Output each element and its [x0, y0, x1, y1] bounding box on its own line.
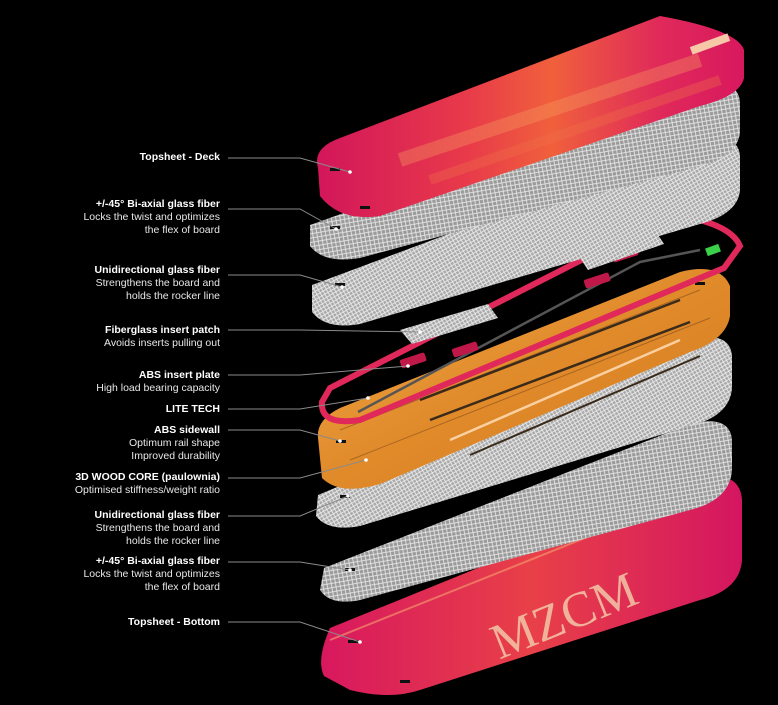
leader-line	[228, 274, 343, 288]
leader-dot	[406, 364, 410, 368]
leader-dot	[334, 227, 338, 231]
label-unidirectional-top: Unidirectional glass fiber Strengthens t…	[0, 264, 220, 303]
label-wood-core: 3D WOOD CORE (paulownia) Optimised stiff…	[0, 471, 220, 497]
layer-title: Topsheet - Bottom	[128, 616, 220, 628]
label-unidirectional-bottom: Unidirectional glass fiber Strengthens t…	[0, 509, 220, 548]
leader-dot	[338, 439, 342, 443]
layer-title: Unidirectional glass fiber	[94, 509, 220, 521]
leader-dot	[366, 396, 370, 400]
leader-dot	[418, 330, 422, 334]
layer-lite-tech	[357, 248, 701, 414]
layer-title: Fiberglass insert patch	[105, 324, 220, 336]
label-lite-tech: LITE TECH	[0, 403, 220, 416]
label-topsheet-bottom: Topsheet - Bottom	[0, 616, 220, 629]
layer-desc: Optimum rail shape	[128, 437, 220, 449]
layer-title: +/-45° Bi-axial glass fiber	[95, 555, 220, 567]
leader-dot	[348, 568, 352, 572]
layer-desc: holds the rocker line	[126, 535, 220, 547]
leader-dot	[364, 458, 368, 462]
layer-desc: the flex of board	[144, 224, 220, 236]
leader-line	[228, 429, 341, 442]
leader-line	[228, 621, 361, 643]
leader-line	[228, 157, 351, 173]
layer-insert-patch	[400, 232, 664, 344]
leader-line	[228, 561, 351, 571]
label-abs-sidewall: ABS sidewall Optimum rail shape Improved…	[0, 424, 220, 463]
label-biaxial-bottom: +/-45° Bi-axial glass fiber Locks the tw…	[0, 555, 220, 594]
layer-desc: the flex of board	[144, 581, 220, 593]
layer-desc: Strengthens the board and	[95, 277, 220, 289]
layer-title: LITE TECH	[165, 403, 220, 415]
label-topsheet-deck: Topsheet - Deck	[0, 151, 220, 164]
leader-lines	[228, 157, 422, 644]
leader-line	[228, 459, 367, 479]
layer-unidirectional-top	[312, 138, 740, 326]
layer-desc: Avoids inserts pulling out	[104, 337, 220, 349]
layer-title: Unidirectional glass fiber	[94, 264, 220, 276]
leader-line	[228, 365, 409, 376]
leader-line	[228, 495, 349, 517]
layer-desc: Locks the twist and optimizes	[83, 211, 220, 223]
leader-line	[228, 397, 369, 410]
label-abs-insert-plate: ABS insert plate High load bearing capac…	[0, 369, 220, 395]
layer-title: 3D WOOD CORE (paulownia)	[75, 471, 220, 483]
layer-desc: Optimised stiffness/weight ratio	[74, 484, 220, 496]
leader-dot	[348, 170, 352, 174]
leader-dot	[346, 494, 350, 498]
layer-title: ABS sidewall	[154, 424, 220, 436]
layer-wood-core	[317, 269, 730, 489]
layer-desc: High load bearing capacity	[96, 382, 220, 394]
leader-dot	[340, 285, 344, 289]
layer-title: ABS insert plate	[138, 369, 220, 381]
layer-topsheet-deck	[316, 16, 744, 218]
label-insert-patch: Fiberglass insert patch Avoids inserts p…	[0, 324, 220, 350]
leader-line	[228, 208, 337, 230]
layer-desc: holds the rocker line	[126, 290, 220, 302]
layer-title: Topsheet - Deck	[139, 151, 220, 163]
label-biaxial-top: +/-45° Bi-axial glass fiber Locks the tw…	[0, 198, 220, 237]
layer-desc: Strengthens the board and	[95, 522, 220, 534]
leader-line	[228, 329, 421, 333]
layer-desc: Locks the twist and optimizes	[83, 568, 220, 580]
layer-title: +/-45° Bi-axial glass fiber	[95, 198, 220, 210]
layer-desc: Improved durability	[131, 450, 220, 462]
leader-dot	[358, 640, 362, 644]
